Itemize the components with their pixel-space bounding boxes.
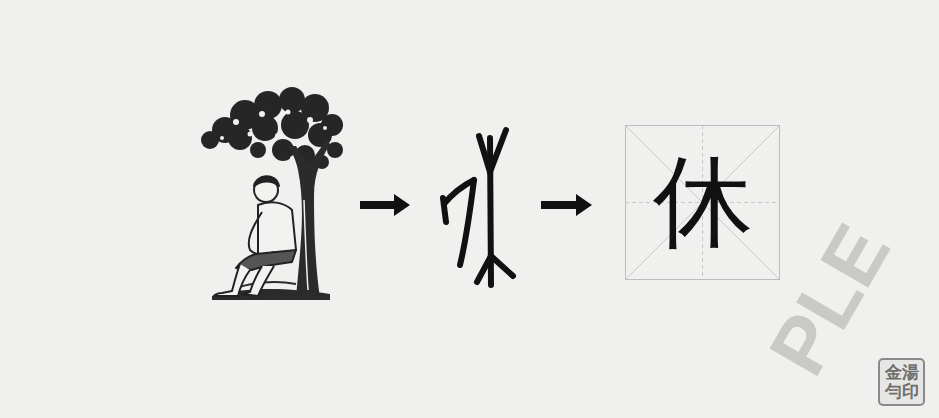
character-grid-box: 休 xyxy=(625,125,780,280)
tree-crown xyxy=(228,126,252,150)
arrow xyxy=(541,194,592,216)
tree-trunk xyxy=(304,200,308,290)
tree-trunk xyxy=(288,140,330,298)
tree-crown-highlights xyxy=(290,156,294,160)
oracle-glyph xyxy=(477,256,491,282)
arrow xyxy=(360,194,592,216)
tree-crown xyxy=(254,91,282,119)
grid-guide xyxy=(625,125,780,280)
tree-crown-highlights xyxy=(307,117,313,123)
tree-crown-highlights xyxy=(248,132,253,137)
seal-text: 金湯勻印 xyxy=(885,363,919,400)
seated-man xyxy=(214,264,250,296)
tree-crown-highlights xyxy=(300,138,305,143)
tree-crown-highlights xyxy=(323,126,327,130)
tree-crown-highlights xyxy=(220,136,224,140)
grid-guide xyxy=(625,125,780,280)
tree-trunk xyxy=(288,140,330,298)
seated-man xyxy=(249,212,274,255)
seated-man xyxy=(214,176,296,296)
tree-crown-highlights xyxy=(275,133,281,139)
tree-crown-highlights xyxy=(259,111,265,117)
oracle-glyph xyxy=(443,198,446,222)
oracle-glyph xyxy=(443,130,513,285)
oracle-glyph xyxy=(460,180,474,265)
tree-crown xyxy=(281,111,309,139)
tree-crown-highlights xyxy=(233,119,239,125)
character-text: 休 xyxy=(653,153,753,253)
tree-crown-highlights xyxy=(220,110,327,161)
tree-crown xyxy=(201,131,219,149)
seal-stamp: 金湯勻印 xyxy=(878,358,925,406)
seated-man xyxy=(254,176,279,186)
oracle-glyph xyxy=(444,180,474,204)
tree-crown-highlights xyxy=(286,110,291,115)
tree-crown xyxy=(252,115,278,141)
oracle-glyph xyxy=(491,256,513,276)
seated-man xyxy=(242,266,274,296)
grid-guide xyxy=(625,125,780,280)
arrow xyxy=(360,194,410,216)
tree-crown xyxy=(250,142,266,158)
oracle-glyph xyxy=(479,136,490,172)
oracle-glyph xyxy=(490,130,506,172)
